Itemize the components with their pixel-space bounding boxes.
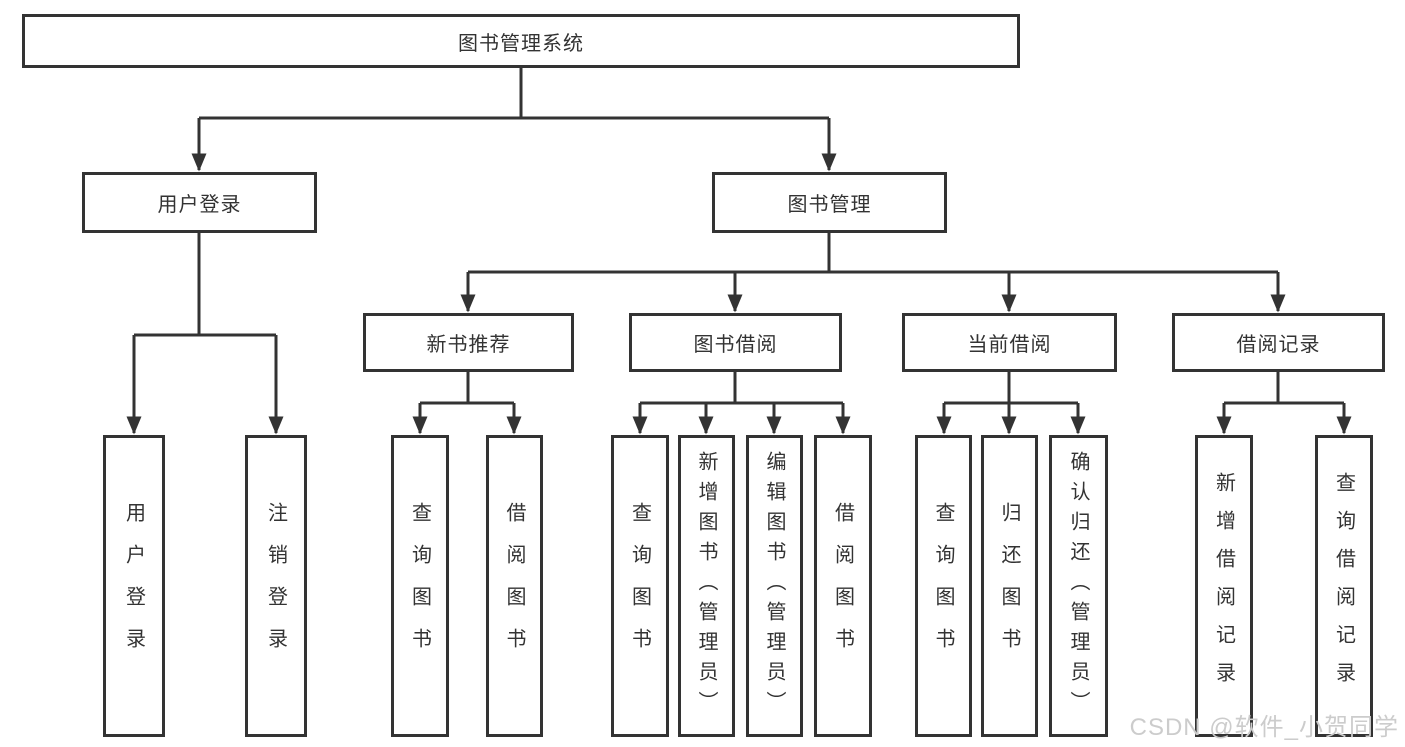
leaf-search-books-2-label: 查询图书 (628, 502, 651, 670)
leaf-borrow-books-1: 借阅图书 (486, 435, 543, 737)
leaf-edit-book-admin: 编辑图书（管理员） (746, 435, 803, 737)
leaf-confirm-return-admin-label: 确认归还（管理员） (1067, 451, 1089, 721)
leaf-return-book: 归还图书 (981, 435, 1038, 737)
leaf-search-books-1-label: 查询图书 (408, 502, 431, 670)
group-current-borrow: 当前借阅 (902, 313, 1117, 372)
leaf-search-books-3: 查询图书 (915, 435, 972, 737)
node-book-mgmt: 图书管理 (712, 172, 947, 233)
group-book-borrow-label: 图书借阅 (693, 334, 778, 356)
group-current-borrow-label: 当前借阅 (967, 334, 1052, 356)
leaf-confirm-return-admin: 确认归还（管理员） (1049, 435, 1108, 737)
leaf-add-book-admin: 新增图书（管理员） (678, 435, 735, 737)
leaf-borrow-books-2-label: 借阅图书 (831, 502, 854, 670)
leaf-user-login: 用户登录 (103, 435, 165, 737)
leaf-search-books-3-label: 查询图书 (932, 502, 954, 670)
group-new-books: 新书推荐 (363, 313, 574, 372)
leaf-edit-book-admin-label: 编辑图书（管理员） (763, 451, 785, 721)
leaf-search-books-1: 查询图书 (391, 435, 449, 737)
node-root-label: 图书管理系统 (458, 32, 584, 55)
group-book-borrow: 图书借阅 (629, 313, 842, 372)
leaf-add-book-admin-label: 新增图书（管理员） (695, 451, 717, 721)
group-borrow-records-label: 借阅记录 (1236, 334, 1321, 356)
group-new-books-label: 新书推荐 (426, 334, 511, 356)
leaf-search-borrow-record-label: 查询借阅记录 (1332, 472, 1355, 700)
node-book-mgmt-label: 图书管理 (787, 194, 872, 216)
leaf-add-borrow-record-label: 新增借阅记录 (1212, 472, 1235, 700)
leaf-add-borrow-record: 新增借阅记录 (1195, 435, 1253, 737)
leaf-borrow-books-2: 借阅图书 (814, 435, 872, 737)
leaf-return-book-label: 归还图书 (998, 502, 1020, 670)
leaf-logout: 注销登录 (245, 435, 307, 737)
leaf-search-books-2: 查询图书 (611, 435, 669, 737)
group-borrow-records: 借阅记录 (1172, 313, 1385, 372)
leaf-user-login-label: 用户登录 (122, 502, 145, 670)
leaf-borrow-books-1-label: 借阅图书 (503, 502, 525, 670)
node-user-login-label: 用户登录 (157, 194, 242, 216)
leaf-search-borrow-record: 查询借阅记录 (1315, 435, 1373, 737)
node-root: 图书管理系统 (22, 14, 1020, 68)
leaf-logout-label: 注销登录 (264, 502, 287, 670)
csdn-watermark: CSDN @软件_小贺同学 (1129, 714, 1399, 741)
node-user-login: 用户登录 (82, 172, 317, 233)
